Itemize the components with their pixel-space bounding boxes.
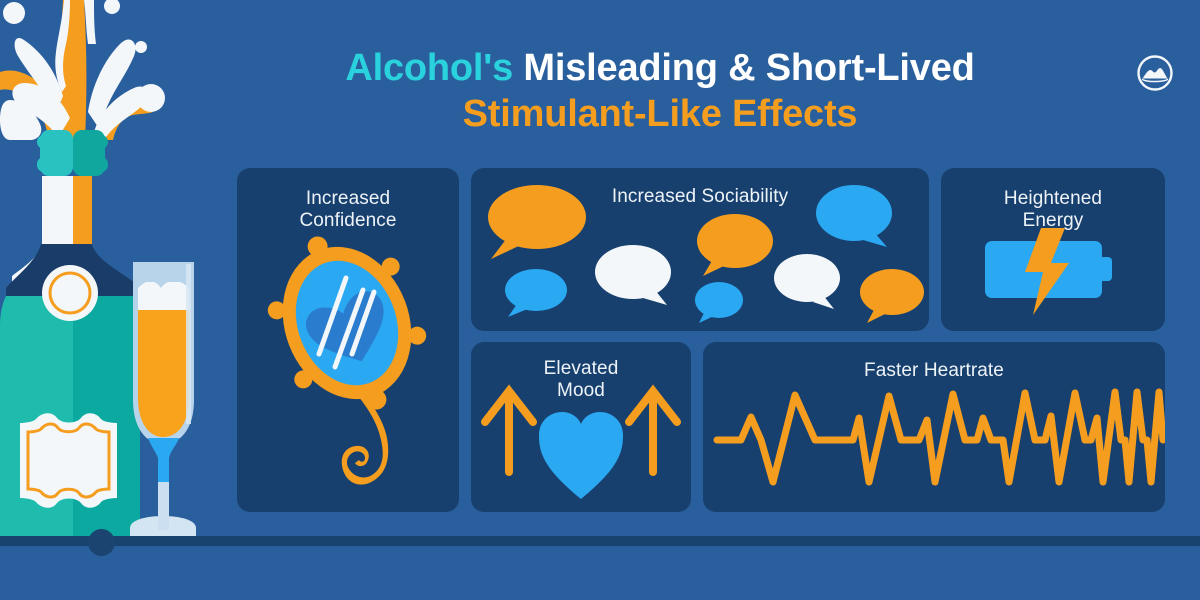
speech-bubble [697, 214, 773, 276]
bottom-divider [0, 536, 1200, 546]
up-arrow-left [481, 384, 537, 476]
page-title: Alcohol's Misleading & Short-Lived Stimu… [230, 46, 1090, 138]
speech-bubble [695, 282, 743, 323]
card-title-line-2: Confidence [299, 210, 397, 232]
speech-bubble [595, 245, 671, 305]
speech-bubble [860, 269, 924, 323]
speech-bubble [505, 269, 567, 317]
card-elevated-mood[interactable]: Elevated Mood [471, 342, 691, 512]
champagne-splash [0, 0, 165, 140]
timeline-dot [88, 529, 115, 556]
speech-bubble [774, 254, 840, 309]
card-increased-confidence[interactable]: Increased Confidence [237, 168, 459, 512]
card-title-line-2: Energy [1022, 210, 1084, 232]
title-main-line-1: Misleading & Short-Lived [513, 47, 975, 89]
champagne-bottle-and-glass-illustration [0, 0, 196, 536]
up-arrow-right [625, 384, 681, 476]
card-faster-heartrate[interactable]: Faster Heartrate [703, 342, 1165, 512]
champagne-glass [130, 262, 196, 536]
card-title-line-1: Increased [305, 188, 391, 209]
card-title-faster-heartrate: Faster Heartrate [864, 360, 1004, 381]
mountain-circle-logo-icon[interactable] [1136, 54, 1174, 92]
card-title-elevated-mood: Elevated Mood [471, 358, 691, 402]
card-title-line-1: Heightened [1003, 188, 1103, 209]
mirror-shine-lines [316, 275, 377, 370]
card-heightened-energy[interactable]: Heightened Energy [941, 168, 1165, 331]
champagne-bottle [0, 130, 140, 536]
card-title-increased-sociability: Increased Sociability [611, 186, 789, 207]
title-main-line-2: Stimulant-Like Effects [462, 92, 858, 135]
card-title-increased-confidence: Increased Confidence [237, 188, 459, 232]
card-title-line-2: Mood [557, 380, 605, 402]
card-title-line-1: Elevated [543, 358, 619, 379]
card-title-heightened-energy: Heightened Energy [941, 188, 1165, 232]
card-increased-sociability[interactable]: Increased Sociability [471, 168, 929, 331]
title-accent-alcohols: Alcohol's [345, 47, 514, 89]
